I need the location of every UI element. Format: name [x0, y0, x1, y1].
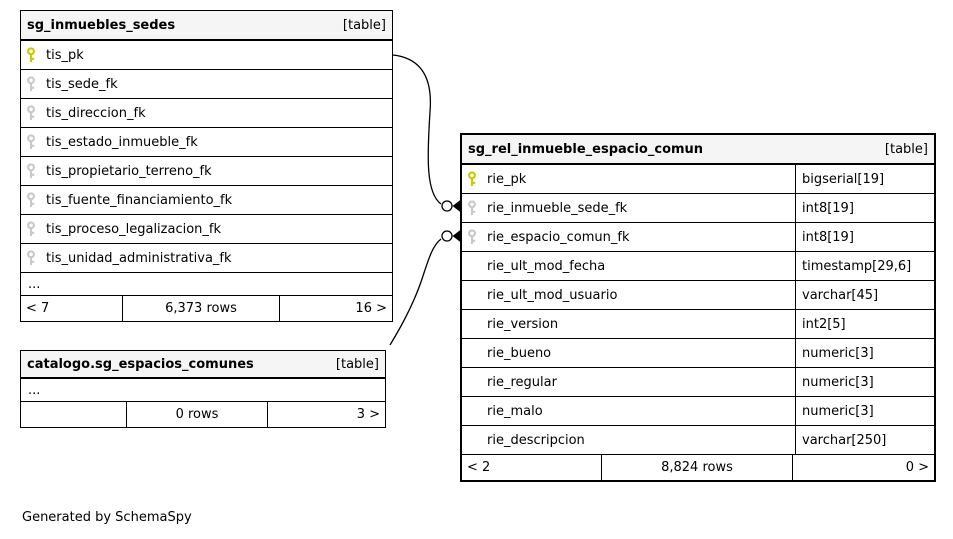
column-name: tis_unidad_administrativa_fk: [46, 250, 232, 266]
column-type: int2[5]: [795, 310, 934, 338]
table-title[interactable]: sg_inmuebles_sedes: [27, 17, 176, 33]
column-row: rie_pk bigserial[19]: [462, 165, 934, 194]
column-row: tis_estado_inmueble_fk: [21, 128, 392, 157]
footer-children-count: 16 >: [355, 301, 387, 316]
column-row: tis_proceso_legalizacion_fk: [21, 215, 392, 244]
arrowhead-icon: [452, 229, 461, 243]
column-row: rie_inmueble_sede_fk int8[19]: [462, 194, 934, 223]
column-row: rie_ult_mod_usuario varchar[45]: [462, 281, 934, 310]
arrowhead-icon: [452, 199, 461, 213]
column-name: rie_ult_mod_usuario: [487, 287, 618, 303]
primary-key-icon: [26, 47, 46, 63]
footer-parents-count: [21, 402, 127, 427]
table-title[interactable]: sg_rel_inmueble_espacio_comun: [468, 141, 704, 157]
foreign-key-icon: [26, 105, 46, 121]
column-name: rie_malo: [487, 403, 543, 419]
table-footer: 0 rows 3 >: [21, 402, 385, 427]
zero-endpoint-circle: [441, 200, 453, 212]
primary-key-icon: [467, 171, 487, 187]
footer-parents-count: < 2: [462, 455, 602, 480]
table-type-badge: [table]: [342, 17, 386, 33]
column-name: tis_fuente_financiamiento_fk: [46, 192, 233, 208]
column-row: tis_fuente_financiamiento_fk: [21, 186, 392, 215]
more-columns-ellipsis: ...: [21, 273, 392, 296]
column-name: tis_estado_inmueble_fk: [46, 134, 198, 150]
column-list: ...: [21, 379, 385, 402]
column-row: tis_propietario_terreno_fk: [21, 157, 392, 186]
column-name: rie_inmueble_sede_fk: [487, 200, 628, 216]
column-type: varchar[45]: [795, 281, 934, 309]
table-header[interactable]: catalogo.sg_espacios_comunes [table]: [21, 351, 385, 379]
column-name: tis_proceso_legalizacion_fk: [46, 221, 222, 237]
column-type: int8[19]: [795, 223, 934, 251]
column-row: rie_ult_mod_fecha timestamp[29,6]: [462, 252, 934, 281]
column-name: tis_pk: [46, 47, 84, 63]
column-name: rie_regular: [487, 374, 557, 390]
footer-row-count: 6,373 rows: [123, 296, 280, 321]
column-name: rie_pk: [487, 171, 527, 187]
column-row: rie_descripcion varchar[250]: [462, 426, 934, 455]
column-list: tis_pk tis_sede_fk tis_direccion_fk tis_est…: [21, 41, 392, 296]
table-footer: < 7 6,373 rows 16 >: [21, 296, 392, 321]
footer-parents-count: < 7: [21, 296, 123, 321]
column-row: tis_direccion_fk: [21, 99, 392, 128]
footer-row-count: 8,824 rows: [602, 455, 793, 480]
foreign-key-icon: [467, 200, 487, 216]
column-name: tis_propietario_terreno_fk: [46, 163, 212, 179]
column-row: rie_espacio_comun_fk int8[19]: [462, 223, 934, 252]
foreign-key-icon: [26, 134, 46, 150]
zero-endpoint-circle: [441, 230, 453, 242]
relationship-line: [389, 238, 442, 346]
relationship-line: [392, 54, 442, 205]
column-type: numeric[3]: [795, 339, 934, 367]
relationship-espacios-comunes-to-rie-espacio-comun-fk: [389, 229, 461, 346]
table-type-badge: [table]: [884, 141, 928, 157]
foreign-key-icon: [467, 229, 487, 245]
foreign-key-icon: [26, 250, 46, 266]
table-node-catalogo-sg-espacios-comunes[interactable]: catalogo.sg_espacios_comunes [table] ...…: [20, 350, 386, 428]
column-type: int8[19]: [795, 194, 934, 222]
foreign-key-icon: [26, 221, 46, 237]
foreign-key-icon: [26, 76, 46, 92]
table-node-sg-rel-inmueble-espacio-comun[interactable]: sg_rel_inmueble_espacio_comun [table] ri…: [460, 133, 936, 482]
column-name: tis_sede_fk: [46, 76, 118, 92]
table-header[interactable]: sg_inmuebles_sedes [table]: [21, 11, 392, 41]
table-type-badge: [table]: [335, 356, 379, 372]
column-type: numeric[3]: [795, 397, 934, 425]
column-name: rie_version: [487, 316, 559, 332]
column-row: rie_bueno numeric[3]: [462, 339, 934, 368]
table-title[interactable]: catalogo.sg_espacios_comunes: [27, 356, 254, 372]
table-node-sg-inmuebles-sedes[interactable]: sg_inmuebles_sedes [table] tis_pk tis_sed…: [20, 10, 393, 322]
column-row: tis_pk: [21, 41, 392, 70]
table-header[interactable]: sg_rel_inmueble_espacio_comun [table]: [462, 135, 934, 165]
column-row: rie_version int2[5]: [462, 310, 934, 339]
column-name: rie_descripcion: [487, 432, 585, 448]
generator-credit: Generated by SchemaSpy: [22, 510, 192, 525]
column-type: numeric[3]: [795, 368, 934, 396]
column-name: rie_bueno: [487, 345, 552, 361]
more-columns-ellipsis: ...: [21, 379, 385, 402]
column-name: tis_direccion_fk: [46, 105, 146, 121]
column-row: rie_malo numeric[3]: [462, 397, 934, 426]
column-row: tis_sede_fk: [21, 70, 392, 99]
column-row: rie_regular numeric[3]: [462, 368, 934, 397]
column-name: rie_ult_mod_fecha: [487, 258, 606, 274]
footer-children-count: 3 >: [356, 407, 380, 422]
column-row: tis_unidad_administrativa_fk: [21, 244, 392, 273]
column-name: rie_espacio_comun_fk: [487, 229, 630, 245]
relationship-tis-pk-to-rie-inmueble-sede-fk: [392, 54, 461, 213]
table-footer: < 2 8,824 rows 0 >: [462, 455, 934, 480]
column-type: bigserial[19]: [795, 165, 934, 193]
column-type: varchar[250]: [795, 426, 934, 454]
footer-row-count: 0 rows: [127, 402, 268, 427]
footer-children-count: 0 >: [905, 460, 929, 475]
foreign-key-icon: [26, 163, 46, 179]
foreign-key-icon: [26, 192, 46, 208]
column-type: timestamp[29,6]: [795, 252, 934, 280]
